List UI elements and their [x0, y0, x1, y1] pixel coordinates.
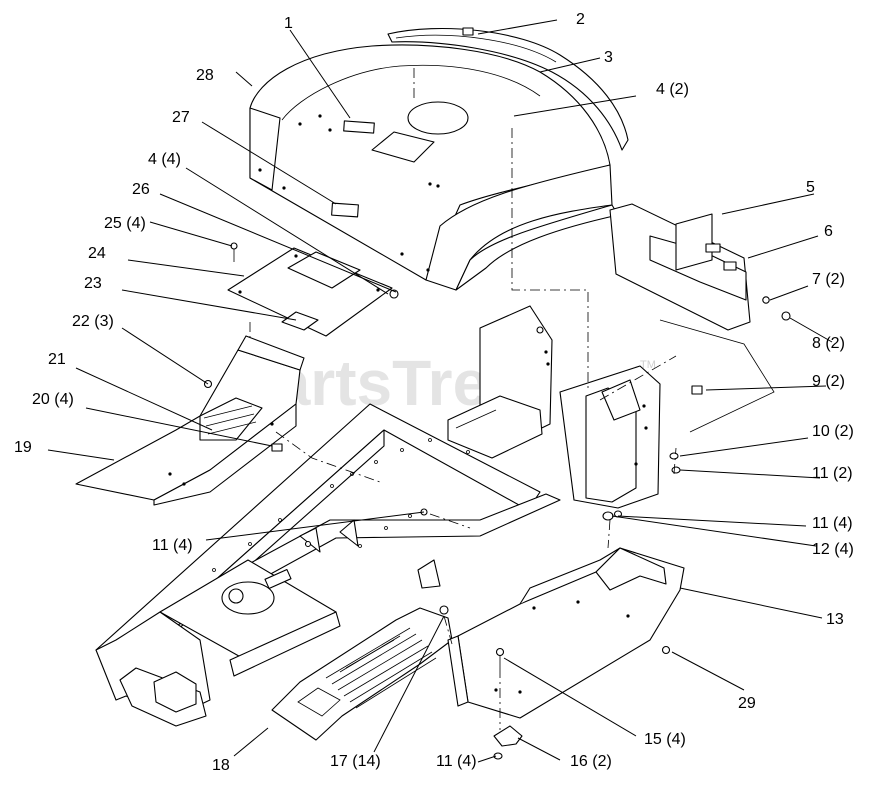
callout-23: 23 — [84, 275, 102, 292]
callout-11-2: 11 (2) — [812, 465, 853, 482]
callout-20-4: 20 (4) — [32, 391, 74, 408]
part-heat-shield — [227, 242, 399, 337]
callout-21: 21 — [48, 351, 66, 368]
callout-28: 28 — [196, 67, 214, 84]
callout-16-2: 16 (2) — [570, 753, 612, 770]
assembly-lines — [249, 68, 677, 730]
callout-26: 26 — [132, 181, 150, 198]
callout-7-2: 7 (2) — [812, 271, 845, 288]
callout-2: 2 — [576, 11, 585, 28]
part-main-frame — [95, 403, 561, 727]
part-floor-plate — [447, 547, 685, 760]
part-lower-dash — [75, 335, 305, 506]
callout-18: 18 — [212, 757, 230, 774]
part-dash-trim — [387, 27, 629, 151]
callout-12-4: 12 (4) — [812, 541, 854, 558]
part-tower — [447, 305, 703, 521]
callout-27: 27 — [172, 109, 190, 126]
callout-9-2: 9 (2) — [812, 373, 845, 390]
callout-11-4-left: 11 (4) — [152, 537, 193, 554]
callout-22-3: 22 (3) — [72, 313, 114, 330]
callout-10-2: 10 (2) — [812, 423, 854, 440]
leader-lines — [47, 19, 833, 763]
callout-25-4: 25 (4) — [104, 215, 146, 232]
callout-24: 24 — [88, 245, 106, 262]
part-clip-2 — [462, 27, 474, 36]
part-side-plate — [609, 203, 791, 433]
callout-4-4: 4 (4) — [148, 151, 181, 168]
callout-4-2: 4 (2) — [656, 81, 689, 98]
part-footrest — [271, 605, 453, 741]
callout-13: 13 — [826, 611, 844, 628]
callout-11-4-bottom: 11 (4) — [436, 753, 477, 770]
callout-15-4: 15 (4) — [644, 731, 686, 748]
callout-19: 19 — [14, 439, 32, 456]
callout-3: 3 — [604, 49, 613, 66]
watermark-trademark: TM — [640, 359, 656, 371]
callout-5: 5 — [806, 179, 815, 196]
callout-6: 6 — [824, 223, 833, 240]
callout-1: 1 — [284, 15, 293, 32]
callout-11-4-right: 11 (4) — [812, 515, 853, 532]
callout-labels: 1 2 3 4 (2) 28 27 4 (4) 26 25 (4) 24 23 … — [14, 11, 854, 774]
callout-8-2: 8 (2) — [812, 335, 845, 352]
callout-29: 29 — [738, 695, 756, 712]
callout-17-14: 17 (14) — [330, 753, 381, 770]
